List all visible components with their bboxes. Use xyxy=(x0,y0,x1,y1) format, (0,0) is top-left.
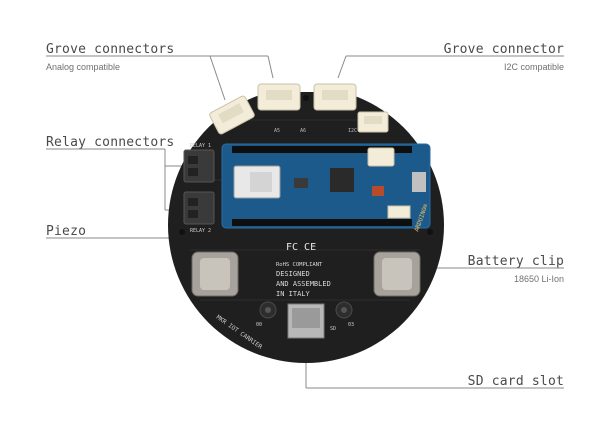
piezo-title: Piezo xyxy=(46,224,87,239)
silkscreen-line-3: AND ASSEMBLED xyxy=(276,280,331,288)
relay-connector-2 xyxy=(183,191,215,225)
relay-label-1: RELAY 1 xyxy=(190,143,211,149)
relay-label-2: RELAY 2 xyxy=(190,228,211,234)
battery-clip-right xyxy=(373,251,421,297)
pin-label-a5: A5 xyxy=(274,128,280,134)
fcc-ce-mark: FC CE xyxy=(286,242,316,253)
silkscreen-line-4: IN ITALY xyxy=(276,290,311,298)
relay-connectors-title: Relay connectors xyxy=(46,135,175,150)
mkr-wifi-module xyxy=(221,143,431,229)
grove-connector-i2c-subtitle: I2C compatible xyxy=(503,62,564,72)
grove-connectors-subtitle: Analog compatible xyxy=(46,62,121,72)
sd-card-slot xyxy=(287,303,325,339)
pin-label-a6: A6 xyxy=(300,128,306,134)
silkscreen-line-1: RoHS COMPLIANT xyxy=(276,262,323,268)
relay-connector-1 xyxy=(183,149,215,183)
leader-lines xyxy=(46,55,564,389)
sd-label: SD xyxy=(330,326,336,332)
battery-clip-subtitle: 18650 Li-Ion xyxy=(513,274,564,284)
grove-connector-a5 xyxy=(209,95,255,135)
sd-card-slot-title: SD card slot xyxy=(467,374,564,389)
grove-connector-small xyxy=(357,111,389,133)
battery-clip-left xyxy=(191,251,239,297)
pin-label-i2c: I2C xyxy=(348,128,357,134)
grove-connectors-title: Grove connectors xyxy=(46,42,175,57)
button-label-00: 00 xyxy=(256,322,262,328)
grove-connector-i2c-title: Grove connector xyxy=(443,42,564,57)
grove-connector-a6 xyxy=(257,83,301,111)
battery-clip-title: Battery clip xyxy=(467,254,564,269)
silkscreen-line-2: DESIGNED xyxy=(276,270,310,278)
grove-connector-i2c xyxy=(313,83,357,111)
button-label-03: 03 xyxy=(348,322,354,328)
